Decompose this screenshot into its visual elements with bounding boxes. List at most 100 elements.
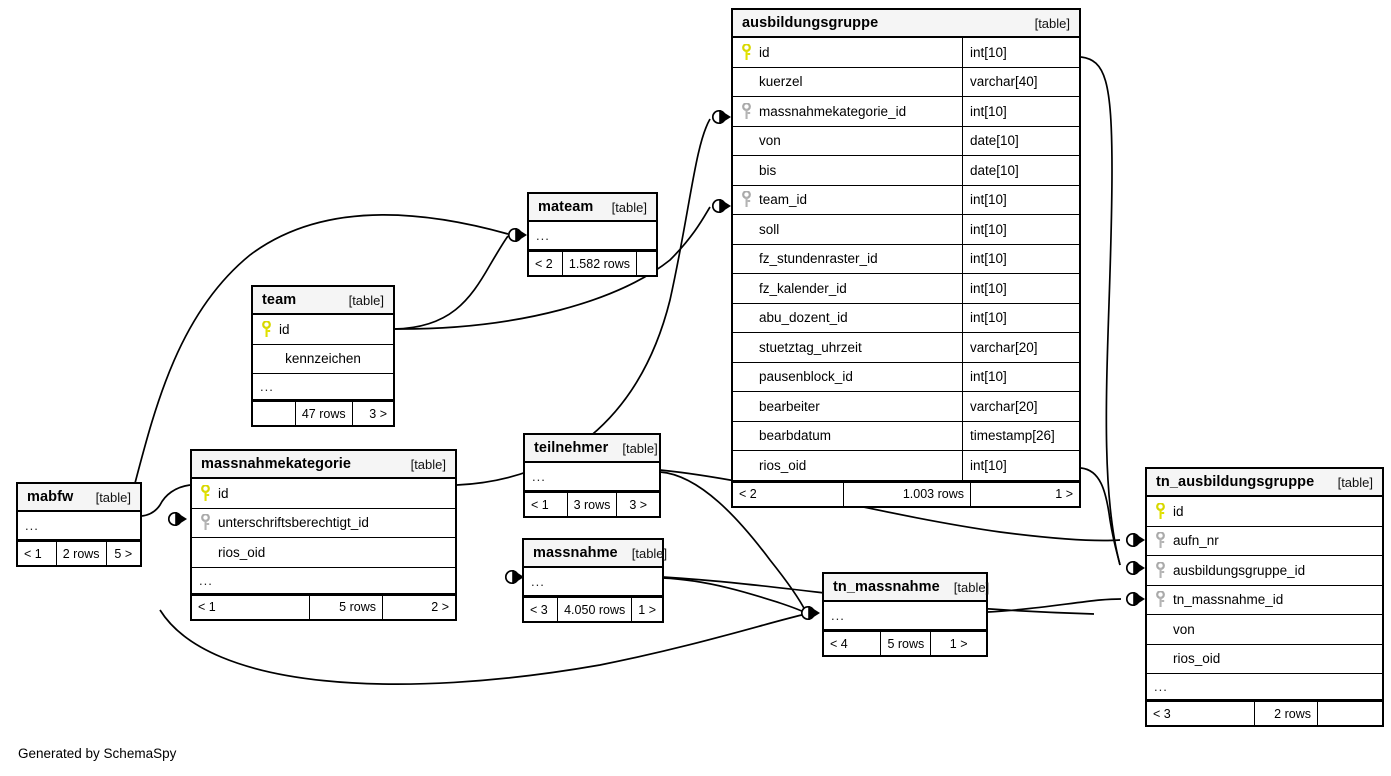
column-type: int[10] <box>970 192 1007 208</box>
table-row[interactable]: id <box>192 479 455 509</box>
footer-row-count: 2 rows <box>1255 702 1318 725</box>
edge-endpoint-circle <box>800 605 816 621</box>
table-row[interactable]: rios_oid <box>1147 644 1382 674</box>
footer-child-count: 1 > <box>638 602 656 617</box>
table-row[interactable]: bis date[10] <box>733 156 1079 186</box>
foreign-key-icon <box>200 514 211 531</box>
table-row[interactable]: pausenblock_id int[10] <box>733 362 1079 392</box>
table-massnahmekategorie[interactable]: massnahmekategorie [table] id unterschri… <box>190 449 457 621</box>
footer-row-count: 1.582 rows <box>563 252 638 275</box>
table-name: tn_ausbildungsgruppe <box>1156 474 1315 490</box>
column-label: rios_oid <box>759 457 807 473</box>
edge-endpoint-circle <box>1125 591 1141 607</box>
table-footer: < 2 1.582 rows <box>529 250 656 275</box>
table-header: tn_massnahme [table] <box>824 574 989 602</box>
table-row[interactable]: id <box>1147 497 1382 527</box>
edge-endpoint-circle <box>1125 532 1141 548</box>
table-footer: < 1 3 rows 3 > <box>525 491 659 516</box>
column-type-cell: int[10] <box>962 274 1079 303</box>
table-row[interactable]: bearbdatum timestamp[26] <box>733 421 1079 451</box>
table-row[interactable]: soll int[10] <box>733 215 1079 245</box>
more-columns-indicator: ... <box>192 568 455 594</box>
column-label: stuetztag_uhrzeit <box>759 339 862 355</box>
column-type: varchar[20] <box>970 339 1038 355</box>
column-name-cell: team_id <box>733 186 962 215</box>
table-header: tn_ausbildungsgruppe [table] <box>1147 469 1382 497</box>
more-columns-indicator: ... <box>253 374 393 400</box>
table-team[interactable]: team [table] id kennzeichen ... 47 rows … <box>251 285 395 427</box>
column-name-cell: kennzeichen <box>253 345 393 374</box>
footer-row-count: 2 rows <box>57 542 107 565</box>
primary-key-icon <box>1155 502 1166 520</box>
column-name-cell: kuerzel <box>733 68 962 97</box>
column-label: soll <box>759 221 780 237</box>
table-row[interactable]: von date[10] <box>733 126 1079 156</box>
primary-key-icon <box>741 43 752 61</box>
footer-parent-count <box>253 402 296 425</box>
table-mateam[interactable]: mateam [table] ... < 2 1.582 rows <box>527 192 658 277</box>
column-type: int[10] <box>970 251 1007 267</box>
table-row[interactable]: von <box>1147 615 1382 645</box>
column-label: fz_kalender_id <box>759 280 847 296</box>
table-row[interactable]: bearbeiter varchar[20] <box>733 392 1079 422</box>
column-type-cell: timestamp[26] <box>962 421 1079 450</box>
more-columns-indicator: ... <box>524 568 662 596</box>
column-label: massnahmekategorie_id <box>759 103 907 119</box>
footer-child-count: 3 > <box>629 497 648 512</box>
column-label: unterschriftsberechtigt_id <box>218 515 369 531</box>
edge-endpoint-circle <box>1125 560 1141 576</box>
column-label: id <box>1173 503 1184 519</box>
table-row[interactable]: tn_massnahme_id <box>1147 585 1382 615</box>
column-name-cell: ausbildungsgruppe_id <box>1147 556 1382 585</box>
column-type: timestamp[26] <box>970 428 1055 444</box>
table-row[interactable]: id int[10] <box>733 38 1079 68</box>
column-name-cell: massnahmekategorie_id <box>733 97 962 126</box>
table-row[interactable]: abu_dozent_id int[10] <box>733 303 1079 333</box>
table-ausbildungsgruppe[interactable]: ausbildungsgruppe [table] id int[10] kue… <box>731 8 1081 508</box>
table-row[interactable]: stuetztag_uhrzeit varchar[20] <box>733 333 1079 363</box>
foreign-key-icon <box>1155 532 1166 549</box>
table-row[interactable]: fz_stundenraster_id int[10] <box>733 244 1079 274</box>
table-row[interactable]: kennzeichen <box>253 344 393 374</box>
column-type-cell: int[10] <box>962 451 1079 480</box>
column-name-cell: unterschriftsberechtigt_id <box>192 509 455 538</box>
table-row[interactable]: rios_oid int[10] <box>733 451 1079 481</box>
column-label: team_id <box>759 192 808 208</box>
more-columns-indicator: ... <box>529 222 656 250</box>
table-header: massnahme [table] <box>524 540 667 568</box>
table-teilnehmer[interactable]: teilnehmer [table] ... < 1 3 rows 3 > <box>523 433 661 518</box>
footer-parent-count: < 4 <box>824 632 882 655</box>
table-tn-massnahme[interactable]: tn_massnahme [table] ... < 4 5 rows 1 > <box>822 572 989 657</box>
column-name-cell: rios_oid <box>1147 645 1382 674</box>
table-type-tag: [table] <box>1034 15 1070 31</box>
column-label: von <box>1173 621 1195 637</box>
table-row[interactable]: id <box>253 315 393 345</box>
table-massnahme[interactable]: massnahme [table] ... < 3 4.050 rows 1 > <box>522 538 667 623</box>
footer-parent-count: < 1 <box>525 493 568 516</box>
table-footer: < 3 4.050 rows 1 > <box>524 596 662 621</box>
table-tn-ausbildungsgruppe[interactable]: tn_ausbildungsgruppe [table] id aufn_nr <box>1145 467 1384 727</box>
column-type-cell: int[10] <box>962 303 1079 332</box>
table-row[interactable]: unterschriftsberechtigt_id <box>192 508 455 538</box>
column-name-cell: fz_kalender_id <box>733 274 962 303</box>
table-row[interactable]: ausbildungsgruppe_id <box>1147 556 1382 586</box>
table-row[interactable]: aufn_nr <box>1147 526 1382 556</box>
column-type: date[10] <box>970 162 1019 178</box>
table-header: mateam [table] <box>529 194 656 222</box>
table-mabfw[interactable]: mabfw [table] ... < 1 2 rows 5 > <box>16 482 142 567</box>
table-row[interactable]: kuerzel varchar[40] <box>733 67 1079 97</box>
column-type-cell: varchar[20] <box>962 333 1079 362</box>
footer-child-count <box>1318 702 1382 725</box>
column-name-cell: bearbeiter <box>733 392 962 421</box>
table-type-tag: [table] <box>95 489 131 505</box>
table-row[interactable]: rios_oid <box>192 538 455 568</box>
table-type-tag: [table] <box>622 440 658 456</box>
column-type-cell: int[10] <box>962 244 1079 273</box>
footer-parent-count: < 1 <box>192 595 310 619</box>
column-name-cell: von <box>1147 615 1382 644</box>
table-row[interactable]: team_id int[10] <box>733 185 1079 215</box>
table-row[interactable]: massnahmekategorie_id int[10] <box>733 97 1079 127</box>
column-name-cell: id <box>253 315 393 344</box>
table-row[interactable]: fz_kalender_id int[10] <box>733 274 1079 304</box>
